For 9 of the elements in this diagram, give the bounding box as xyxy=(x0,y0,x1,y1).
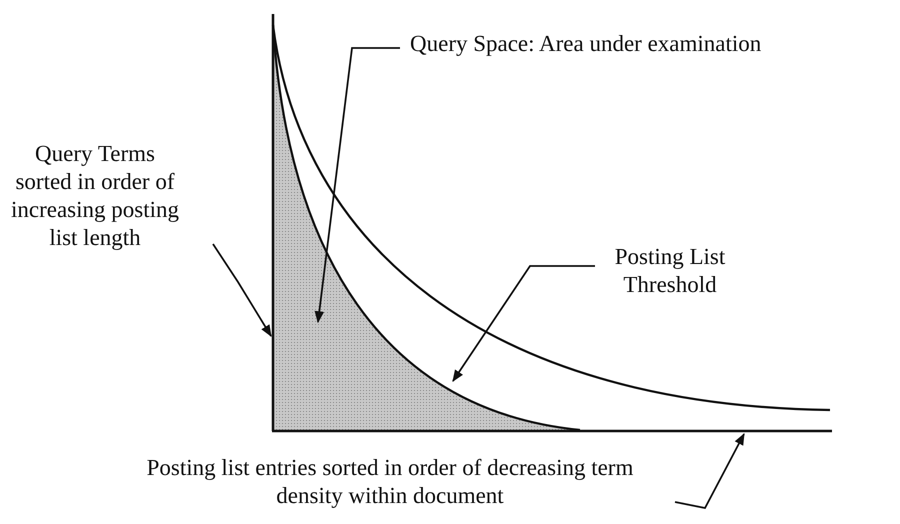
callout-text: Posting list entries sorted in order of decreasing term density within document xyxy=(130,454,650,510)
callout-text: Query Space: Area under examination xyxy=(410,30,880,58)
leader-line xyxy=(314,47,400,324)
callout-text: Query Terms sorted in order of increasing posting list length xyxy=(5,140,185,252)
x-axis xyxy=(272,430,832,432)
callout-text: Posting List Threshold xyxy=(600,243,740,299)
leader-line xyxy=(212,244,272,338)
leader-line xyxy=(452,265,595,382)
leader-line xyxy=(674,432,745,510)
